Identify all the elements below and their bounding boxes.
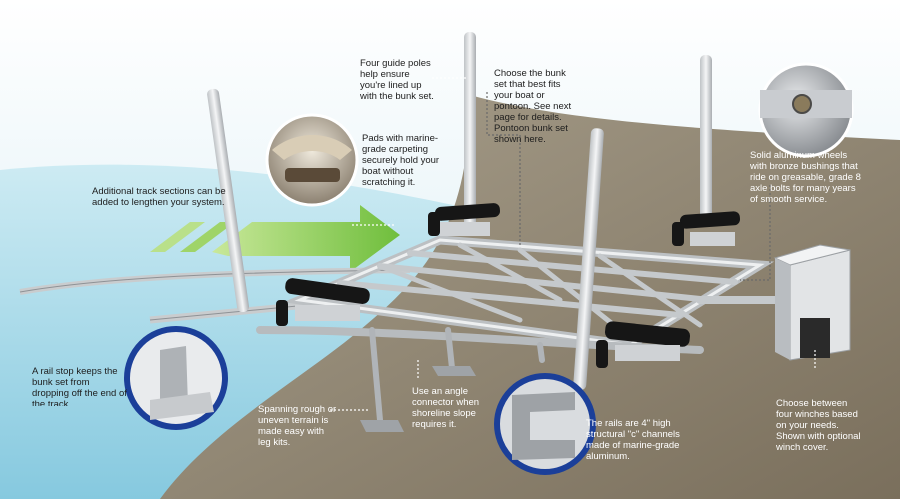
shore [160, 95, 900, 499]
rail-stop-caption: A rail stop keeps the bunk set from drop… [32, 366, 127, 406]
angle-connector-caption: Use an angle connector when shoreline sl… [412, 386, 480, 430]
rails-inset-photo [494, 373, 596, 475]
rails-caption: The rails are 4" high structural "c" cha… [586, 418, 680, 462]
guide-poles-caption: Four guide poles help ensure you're line… [360, 58, 434, 102]
leader-lines [330, 77, 816, 411]
guide-poles [207, 32, 712, 390]
bunk-pads [276, 203, 741, 368]
track-sections-caption: Additional track sections can be added t… [92, 186, 226, 208]
pads-caption: Pads with marine-grade carpeting securel… [362, 133, 440, 188]
wheel-inset-photo [758, 62, 854, 158]
winches-caption: Choose between four winches based on you… [776, 398, 861, 453]
rail-stop-inset-photo [124, 326, 228, 430]
pad-brackets [295, 222, 735, 361]
extension-arrow-icon [150, 205, 400, 272]
wheels-caption: Solid aluminum wheels with bronze bushin… [750, 150, 861, 205]
leg-foot-plates [360, 366, 476, 432]
bunk-set-caption: Choose the bunk set that best fits your … [494, 68, 572, 145]
pads-inset-photo [265, 113, 359, 207]
winch-cover [773, 244, 851, 361]
terrain-caption: Spanning rough or uneven terrain is made… [258, 404, 337, 448]
